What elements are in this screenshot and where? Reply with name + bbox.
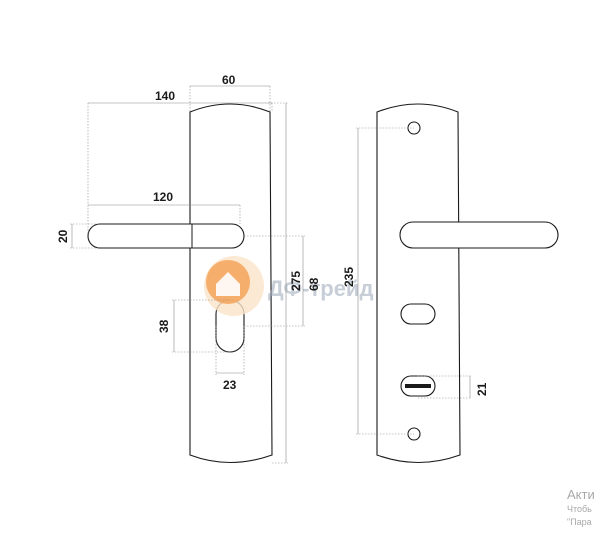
house-icon (216, 272, 240, 296)
dim-label-120: 120 (153, 190, 173, 204)
left-lever-handle (87, 223, 245, 249)
activation-line-1: Чтобь (567, 504, 592, 514)
dim-label-68: 68 (307, 277, 321, 291)
activation-watermark: Акти Чтобь "Пара (567, 486, 600, 529)
dim-label-20: 20 (56, 229, 70, 243)
dim-label-60: 60 (222, 73, 236, 87)
dim-label-140: 140 (155, 89, 175, 103)
activation-title: Акти (567, 487, 595, 502)
right-lever-handle (399, 221, 559, 249)
dim-label-275: 275 (289, 271, 303, 291)
dim-label-38: 38 (157, 319, 171, 333)
right-backplate (376, 103, 461, 464)
activation-line-2: "Пара (567, 517, 592, 527)
right-cylinder-keyhole (400, 303, 436, 325)
thumbturn-bar-icon (405, 384, 431, 388)
dim-label-23: 23 (223, 378, 237, 392)
watermark-logo: ДФ-трейд (204, 256, 373, 316)
watermark-text: ДФ-трейд (268, 276, 373, 301)
dim-label-235: 235 (342, 267, 356, 287)
dim-label-21: 21 (475, 382, 489, 396)
